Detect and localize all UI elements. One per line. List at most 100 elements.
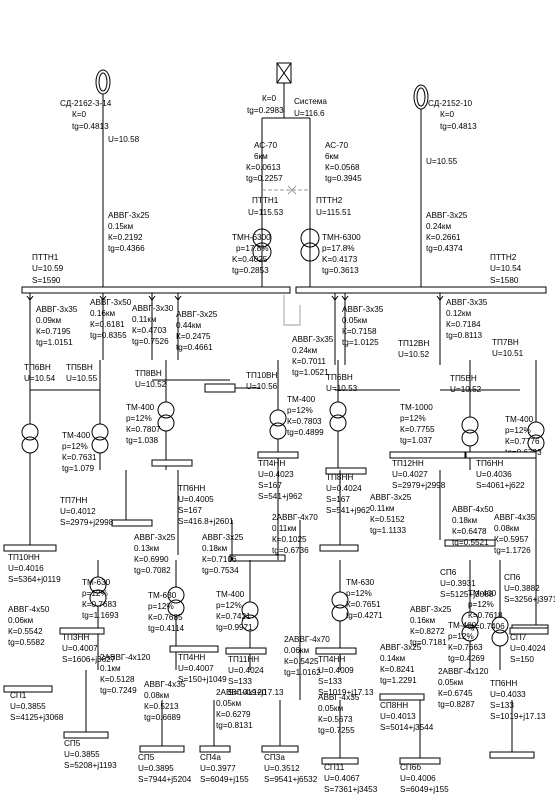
- transformer-label-2-line: К=0.7803: [287, 417, 322, 426]
- tp-node-1-line: U=10.55: [66, 374, 98, 383]
- transformer-winding: [329, 401, 347, 419]
- arrow-marker: [331, 295, 339, 301]
- load-mid-3-line: U=0.4027: [392, 470, 428, 479]
- cable-lower-0-line: К=0.6990: [134, 555, 169, 564]
- svg-text:ПТТН1: ПТТН1: [252, 196, 279, 205]
- source-center-tg: tg=0.2983: [247, 106, 284, 115]
- cable-bottom-7-line: К=0.8272: [410, 627, 445, 636]
- load-mid-0-line: ТП4НН: [258, 459, 285, 468]
- transformer-winding: [331, 591, 349, 609]
- svg-text:K=0.4025: K=0.4025: [232, 255, 268, 264]
- cable-upper-left-2-line: tg=0.7526: [132, 337, 169, 346]
- cable-upper-right-0-line: tg=1.0521: [292, 368, 329, 377]
- load-mid-2-line: S=167: [326, 495, 350, 504]
- cable-bottom-2-line: 0.05км: [216, 699, 242, 708]
- load-lower-3-line: СП1: [10, 691, 27, 700]
- load-bottom-5-line: СП8НН: [380, 701, 408, 710]
- load-bottom-0-line: СП5: [64, 739, 81, 748]
- load-lower-9-line: S=150: [510, 655, 534, 664]
- svg-text:ПТТН2: ПТТН2: [490, 253, 517, 262]
- load-lower-6-line: S=133: [318, 677, 342, 686]
- load-bottom-0-line: U=0.3855: [64, 750, 100, 759]
- cable-bottom-2-line: К=0.6279: [216, 710, 251, 719]
- ac70-line-2-label: АС-70 6км К=0.0568 tg=0.3945 ПТТН2 U=115…: [316, 141, 362, 217]
- bus-2: ПТТН2 U=10.54 S=1580: [295, 253, 547, 294]
- load-bottom-3-line: СП3а: [264, 753, 285, 762]
- load-bottom-3-line: S=9541+j6532: [264, 775, 318, 784]
- load-mid-0-line: S=541+j962: [258, 492, 303, 501]
- load-lower-3-line: S=4125+j3068: [10, 713, 64, 722]
- main-transformer-1: ТМН-6300 p=17.8% K=0.4025 tg=0.2853: [232, 228, 272, 275]
- left-feed-voltage: U=10.58: [108, 135, 140, 144]
- load-lower-1-line: U=0.4012: [60, 507, 96, 516]
- load-mid-1-line: U=0.4005: [178, 495, 214, 504]
- transformer-lower-label-1-line: ТМ-630: [148, 591, 177, 600]
- cable-upper-left-0-line: tg=1.0151: [36, 338, 73, 347]
- cable-lower-4-line: 0.18км: [452, 516, 478, 525]
- source-left-text: СД-2162-3-14 К=0 tg=0.4813 U=10.58: [60, 99, 140, 144]
- load-lower-4-line: S=150+j1049: [178, 675, 227, 684]
- source-right-tg: tg=0.4813: [440, 122, 477, 131]
- cable-lower-4-line: АВВГ-4x50: [452, 505, 494, 514]
- load-lower-6-line: ТП4НН: [318, 655, 345, 664]
- bus-mid2-lower: [319, 544, 359, 552]
- load-bottom-6-line: S=6049+j155: [400, 785, 449, 794]
- cable-lower-1-line: К=0.7106: [202, 555, 237, 564]
- load-lower-2-line: ТП3НН: [62, 633, 89, 642]
- tp-node-4-line: U=10.53: [326, 384, 358, 393]
- load-bottom-5-line: S=5014+j3544: [380, 723, 434, 732]
- transformer-label-3-line: tg=1.037: [400, 436, 433, 445]
- transformer-lower-label-5-line: ТМ-400: [468, 589, 497, 598]
- load-bottom-7-line: ТП6НН: [490, 679, 517, 688]
- transformer-row1-0: [21, 423, 39, 454]
- cable-upper-left-1-line: tg=0.8355: [90, 331, 127, 340]
- load-lower-6-line: S=1019+j17.13: [318, 688, 374, 697]
- transformer-lower-label-2-line: tg=0.9971: [216, 623, 253, 632]
- cable-upper-left-3-line: tg=0.4661: [176, 343, 213, 352]
- tp-node-2-line: ТП8ВН: [135, 369, 162, 378]
- transformer-lower-label-2-line: К=0.7421: [216, 612, 251, 621]
- cable-bottom-4-line: АВВГ-4x35: [318, 693, 360, 702]
- load-bus-mid-4: [465, 451, 537, 459]
- arrow-marker: [436, 295, 444, 301]
- svg-text:tg=0.4366: tg=0.4366: [108, 244, 145, 253]
- source-left-k: К=0: [72, 110, 87, 119]
- left-feed-cable-label: АВВГ-3x25 0.15км К=0.2192 tg=0.4366: [108, 211, 150, 253]
- tp-node-3-line: U=10.56: [246, 382, 278, 391]
- bus-1: ПТТН1 U=10.59 S=1590: [21, 253, 291, 294]
- transformer-winding: [269, 409, 287, 427]
- cable-upper-right-2-line: АВВГ-3x35: [446, 298, 488, 307]
- cable-bottom-6-line: tg=0.8287: [438, 700, 475, 709]
- load-bottom-1-line: СП5: [138, 753, 155, 762]
- svg-text:tg=0.3613: tg=0.3613: [322, 266, 359, 275]
- load-lower-8-line: СП6: [504, 573, 521, 582]
- transformer-label-3-line: К=0.7755: [400, 425, 435, 434]
- svg-text:S=1590: S=1590: [32, 276, 61, 285]
- load-mid-1-line: ТП6НН: [178, 484, 205, 493]
- load-bottom-4-line: S=7361+j3453: [324, 785, 378, 794]
- load-mid-4-line: S=4061+j622: [476, 481, 525, 490]
- transformer-lower-label-4-line: К=0.7663: [448, 643, 483, 652]
- cable-lower-5-line: 0.08км: [494, 524, 520, 533]
- cable-upper-right-2-line: 0.12км: [446, 309, 472, 318]
- cable-bottom-4-line: К=0.5673: [318, 715, 353, 724]
- svg-text:tg=0.2853: tg=0.2853: [232, 266, 269, 275]
- svg-text:АС-70: АС-70: [254, 141, 277, 150]
